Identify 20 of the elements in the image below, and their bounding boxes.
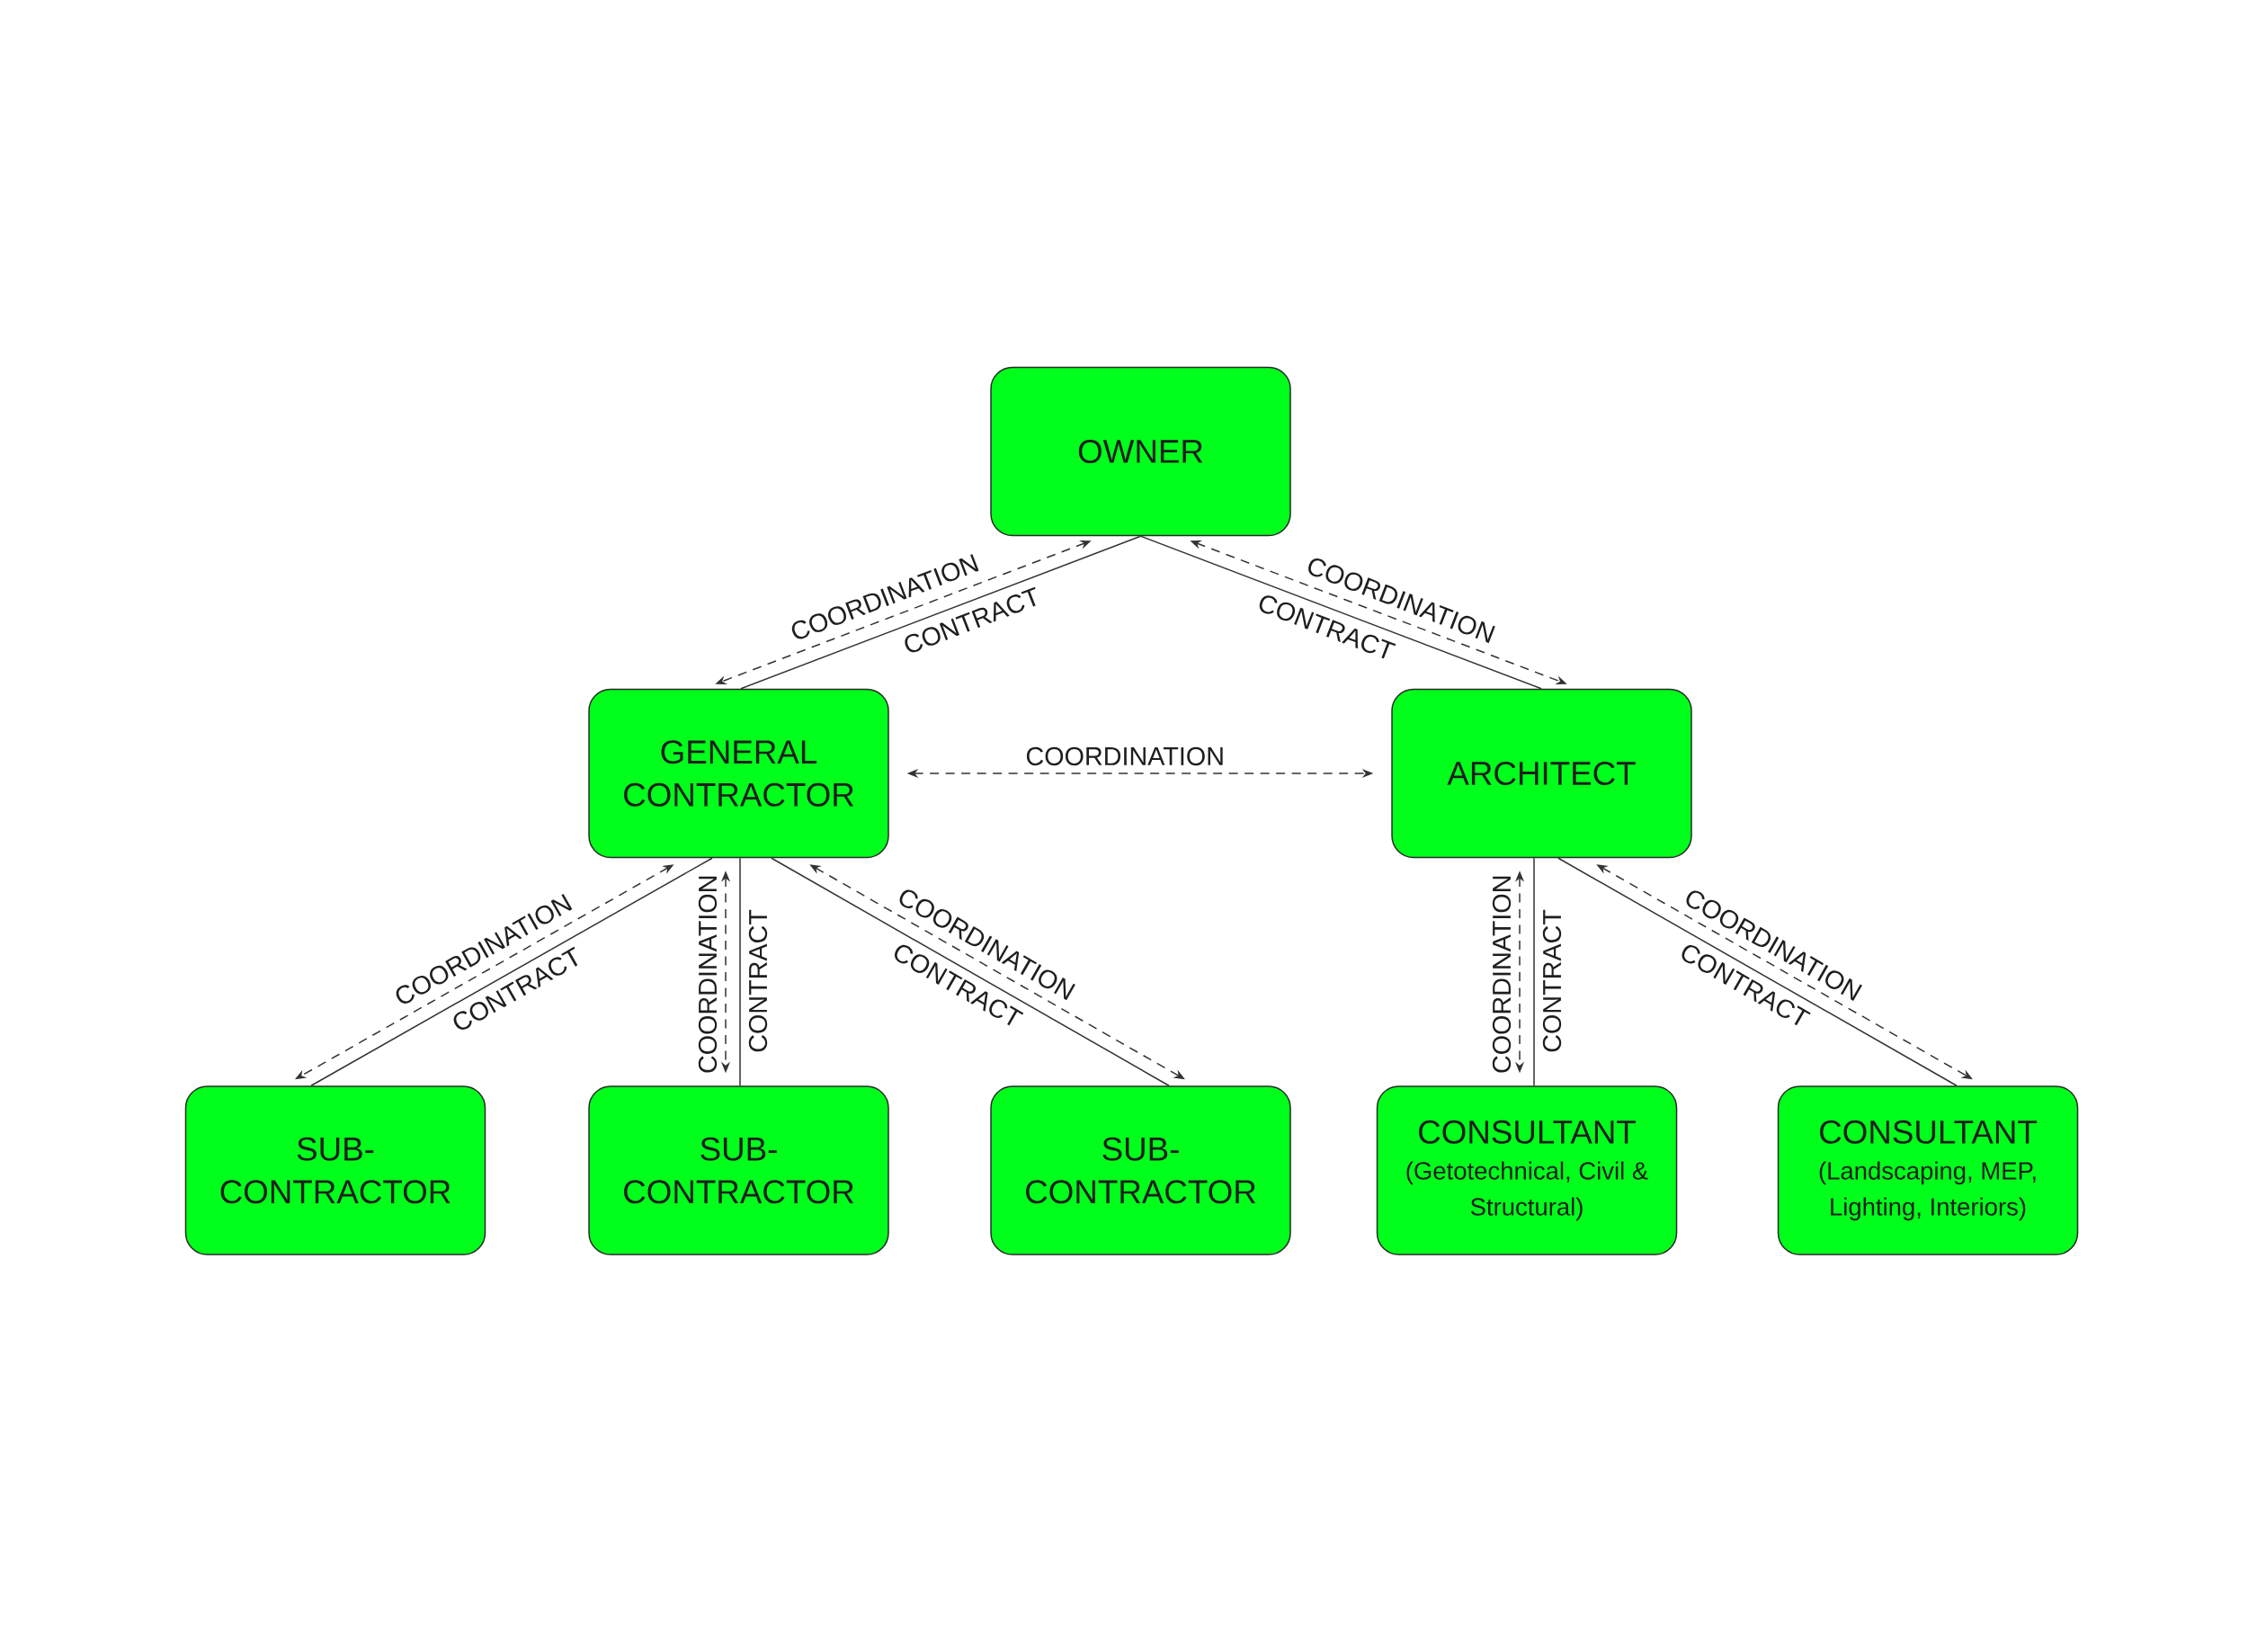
role-box: CONSULTANT (Landscaping, MEP, Lighting, Interiors) — [1777, 1085, 2079, 1255]
connector-line — [1139, 535, 1542, 690]
edge-label: CONTRACT — [748, 909, 768, 1052]
edge-label: COORDINATION — [698, 876, 718, 1073]
role-box: SUB- CONTRACTOR — [184, 1085, 486, 1255]
role-box: ARCHITECT — [1391, 688, 1692, 859]
role-box: GENERAL CONTRACTOR — [588, 688, 889, 859]
connector-line — [310, 857, 713, 1086]
connector-line — [1557, 857, 1958, 1086]
role-box: OWNER — [990, 366, 1291, 537]
connector-line — [771, 857, 1170, 1086]
edge-label: COORDINATION — [1492, 876, 1512, 1073]
role-box: CONSULTANT (Getotechnical, Civil & Structural) — [1376, 1085, 1678, 1255]
connector-line — [740, 535, 1142, 690]
edge-label: COORDINATION — [1026, 746, 1223, 766]
edge-label: CONTRACT — [1542, 909, 1562, 1052]
connector-line — [739, 857, 741, 1086]
role-box: SUB- CONTRACTOR — [588, 1085, 889, 1255]
role-box: SUB- CONTRACTOR — [990, 1085, 1291, 1255]
connector-line — [1533, 857, 1535, 1086]
